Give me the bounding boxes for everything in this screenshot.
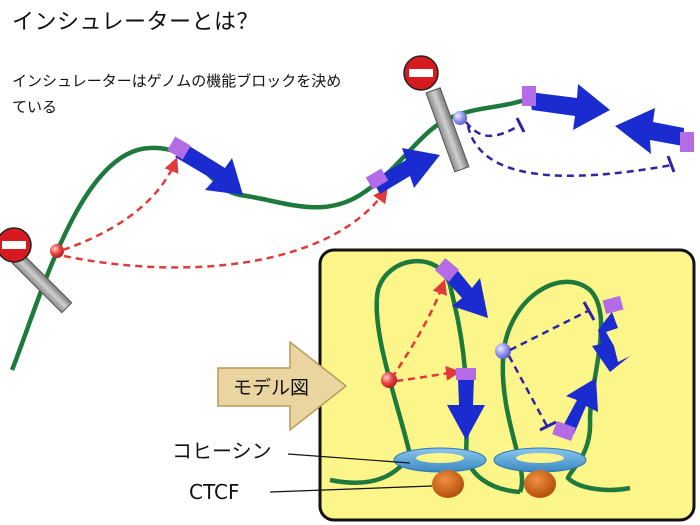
model-silencer-link-2 — [507, 355, 550, 429]
silencer-link-2 — [466, 125, 673, 177]
enhancer-link-1 — [62, 157, 179, 252]
model-gene-arrow-2 — [447, 368, 485, 440]
enhancer-dot-icon — [50, 244, 64, 258]
gene-arrow-1 — [167, 136, 243, 195]
insulator-right — [403, 55, 470, 173]
chromatin-loop-right — [500, 279, 631, 493]
model-label: モデル図 — [233, 377, 309, 399]
model-enhancer-dot-icon — [381, 372, 397, 388]
model-arrow: モデル図 — [217, 340, 348, 432]
model-enhancer-link-1 — [390, 279, 447, 379]
cohesin-label: コヒーシン — [172, 439, 272, 463]
model-silencer-dot-icon — [495, 343, 511, 359]
cohesin-ring-left — [393, 447, 487, 473]
promoter-marker — [434, 258, 460, 282]
model-gene-arrow-3 — [592, 295, 630, 372]
cohesin-pointer — [287, 453, 411, 464]
model-enhancer-link-2 — [395, 365, 461, 383]
promoter-marker — [522, 86, 536, 106]
cohesin-ring-right — [493, 447, 587, 473]
ctcf-protein-right — [524, 470, 556, 498]
ctcf-label: CTCF — [189, 480, 239, 504]
page-title: インシュレーターとは？ — [12, 10, 260, 35]
promoter-marker — [456, 368, 476, 380]
silencer-link-1 — [465, 121, 521, 138]
promoter-marker — [167, 136, 191, 160]
gene-arrow-3 — [522, 84, 610, 130]
ctcf-protein-left — [432, 470, 464, 498]
promoter-marker — [680, 132, 694, 152]
promoter-marker — [365, 168, 389, 190]
enhancer-link-2 — [63, 187, 388, 269]
gene-arrow-2 — [365, 148, 440, 194]
model-silencer-link-1 — [509, 308, 591, 352]
gene-arrow-4 — [615, 108, 694, 154]
model-gene-arrow-4 — [552, 378, 598, 441]
insulator-left — [0, 227, 73, 314]
promoter-marker — [552, 421, 576, 441]
model-gene-arrow-1 — [434, 258, 488, 318]
ctcf-pointer — [269, 485, 433, 493]
silencer-dot-icon — [453, 111, 467, 125]
promoter-marker — [602, 295, 624, 315]
subtitle: インシュレーターはゲノムの機能ブロックを決めている — [12, 72, 342, 116]
